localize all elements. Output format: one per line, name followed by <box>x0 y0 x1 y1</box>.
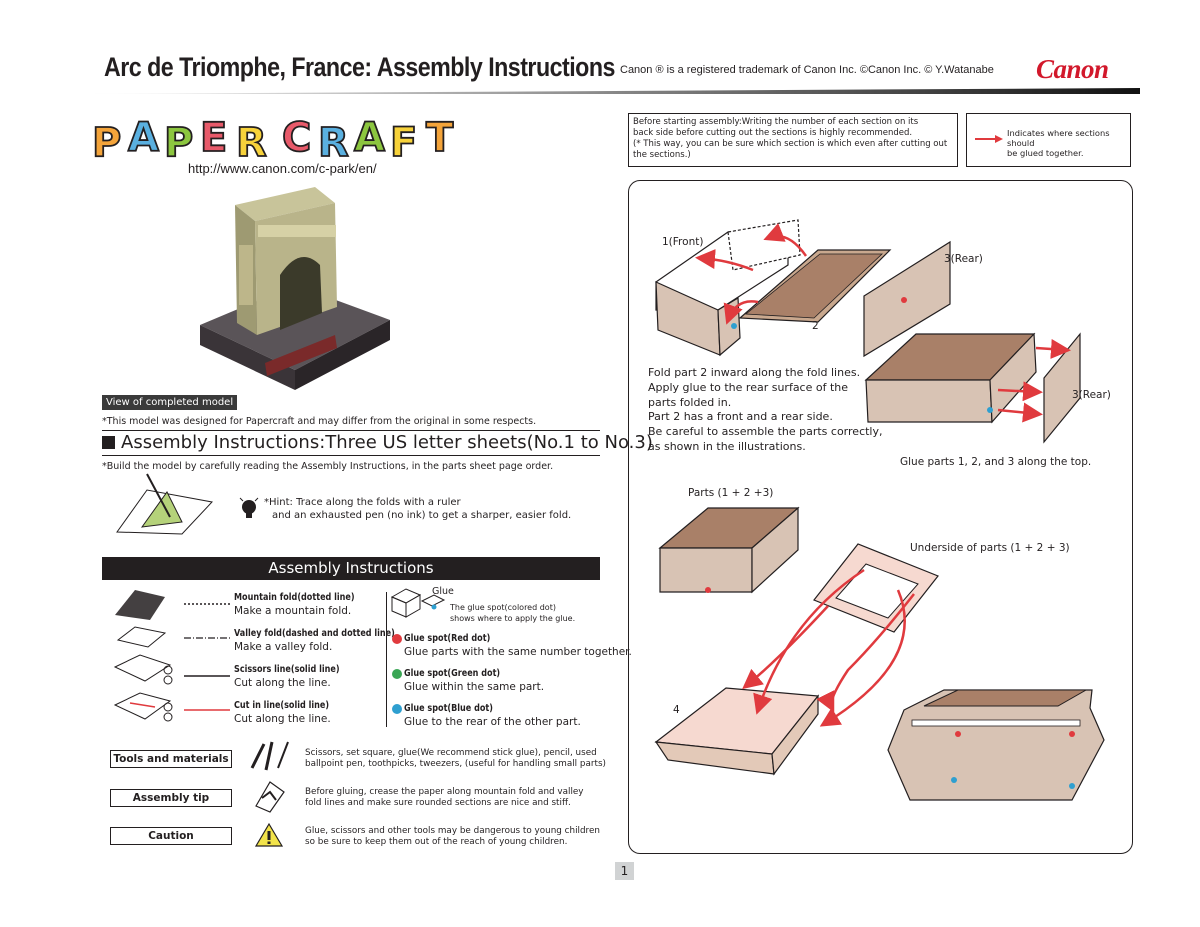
fold-legend-icons <box>113 590 173 722</box>
page-title: Arc de Triomphe, France: Assembly Instru… <box>104 52 615 82</box>
valley-fold-icon <box>116 626 167 648</box>
canon-logo: Canon <box>1036 54 1109 84</box>
legend-cutin-desc: Cut along the line. <box>234 713 331 725</box>
papercraft-letter: R <box>318 120 349 166</box>
glue-blue-desc: Glue to the rear of the other part. <box>404 716 581 728</box>
scissors-icon <box>113 654 173 685</box>
legend-mountain-desc: Make a mountain fold. <box>234 605 352 617</box>
glue-top-caption: Glue parts 1, 2, and 3 along the top. <box>900 456 1092 468</box>
legend-divider <box>386 592 387 727</box>
label-part1: 1(Front) <box>662 236 704 248</box>
hand-crease-icon <box>255 781 285 813</box>
warning-icon <box>254 822 284 847</box>
trademark-notice: Canon ® is a registered trademark of Can… <box>620 64 994 76</box>
assembly-tip-label: Assembly tip <box>110 789 232 807</box>
tools-line-2: ballpoint pen, toothpicks, tweezers, (us… <box>305 759 606 769</box>
square-bullet-icon <box>102 436 115 449</box>
hint-line-1: *Hint: Trace along the folds with a rule… <box>264 497 461 508</box>
legend-scissors-desc: Cut along the line. <box>234 677 331 689</box>
disclaimer: *This model was designed for Papercraft … <box>102 416 537 427</box>
glue-desc-2: shows where to apply the glue. <box>450 614 576 623</box>
red-dot-icon <box>392 634 402 644</box>
label-part3-a: 3(Rear) <box>944 253 983 265</box>
caution-line-1: Glue, scissors and other tools may be da… <box>305 826 600 836</box>
build-note: *Build the model by carefully reading th… <box>102 461 554 472</box>
legend-valley-label: Valley fold(dashed and dotted line) <box>234 628 395 639</box>
papercraft-letter: R <box>236 120 267 166</box>
assembly-diagrams <box>654 219 1105 801</box>
glue-title: Glue <box>432 586 454 597</box>
section-heading: Assembly Instructions:Three US letter sh… <box>102 430 653 456</box>
tip-line-1: Before gluing, crease the paper along mo… <box>305 787 584 797</box>
tip-line-2: fold lines and make sure rounded section… <box>305 798 571 808</box>
tools-icon <box>250 741 289 771</box>
legend-scissors-label: Scissors line(solid line) <box>234 664 340 675</box>
mountain-fold-icon <box>115 590 165 620</box>
blue-dot-icon <box>392 704 402 714</box>
papercraft-letter: T <box>426 115 454 161</box>
glue-box-icon <box>390 588 446 618</box>
green-dot-icon <box>392 669 402 679</box>
papercraft-letter: A <box>128 115 159 161</box>
papercraft-letter: A <box>354 115 385 161</box>
page-number: 1 <box>615 862 634 880</box>
legend-cutin-label: Cut in line(solid line) <box>234 700 330 711</box>
arrow-legend-note: Indicates where sections should be glued… <box>966 113 1131 167</box>
assembly-diagram-panel <box>628 180 1133 854</box>
caution-line-2: so be sure to keep them out of the reach… <box>305 837 568 847</box>
papercraft-letter: C <box>282 115 311 161</box>
papercraft-url[interactable]: http://www.canon.com/c-park/en/ <box>188 161 377 176</box>
caution-label: Caution <box>110 827 232 845</box>
completed-model-tag: View of completed model <box>102 395 238 410</box>
arc-de-triomphe-model-image <box>200 187 390 390</box>
hint-line-2: and an exhausted pen (no ink) to get a s… <box>272 510 572 521</box>
papercraft-letter: P <box>164 120 193 166</box>
lightbulb-icon <box>239 497 259 518</box>
glue-red-desc: Glue parts with the same number together… <box>404 646 632 658</box>
tools-materials-label: Tools and materials <box>110 750 232 768</box>
papercraft-letter: P <box>92 120 121 166</box>
ruler-fold-icon <box>116 473 213 535</box>
cut-in-scissors-icon <box>113 692 173 722</box>
legend-mountain-label: Mountain fold(dotted line) <box>234 592 355 603</box>
line-style-samples <box>184 603 230 711</box>
header-rule <box>80 88 1140 94</box>
red-arrow-icon <box>975 135 1003 143</box>
label-part4: 4 <box>673 704 680 716</box>
papercraft-letter: F <box>390 120 417 166</box>
papercraft-letter: E <box>200 115 227 161</box>
tools-line-1: Scissors, set square, glue(We recommend … <box>305 748 597 758</box>
legend-valley-desc: Make a valley fold. <box>234 641 333 653</box>
label-underside: Underside of parts (1 + 2 + 3) <box>910 542 1070 554</box>
glue-desc-1: The glue spot(colored dot) <box>450 603 556 612</box>
label-part3-b: 3(Rear) <box>1072 389 1111 401</box>
label-part2: 2 <box>812 320 819 332</box>
fold-instructions: Fold part 2 inward along the fold lines.… <box>648 366 883 453</box>
assembly-instructions-bar: Assembly Instructions <box>102 557 600 580</box>
before-assembly-note: Before starting assembly:Writing the num… <box>628 113 958 167</box>
glue-red-label: Glue spot(Red dot) <box>404 633 491 644</box>
glue-green-desc: Glue within the same part. <box>404 681 545 693</box>
glue-blue-label: Glue spot(Blue dot) <box>404 703 493 714</box>
label-parts123: Parts (1 + 2 +3) <box>688 487 774 499</box>
glue-green-label: Glue spot(Green dot) <box>404 668 501 679</box>
